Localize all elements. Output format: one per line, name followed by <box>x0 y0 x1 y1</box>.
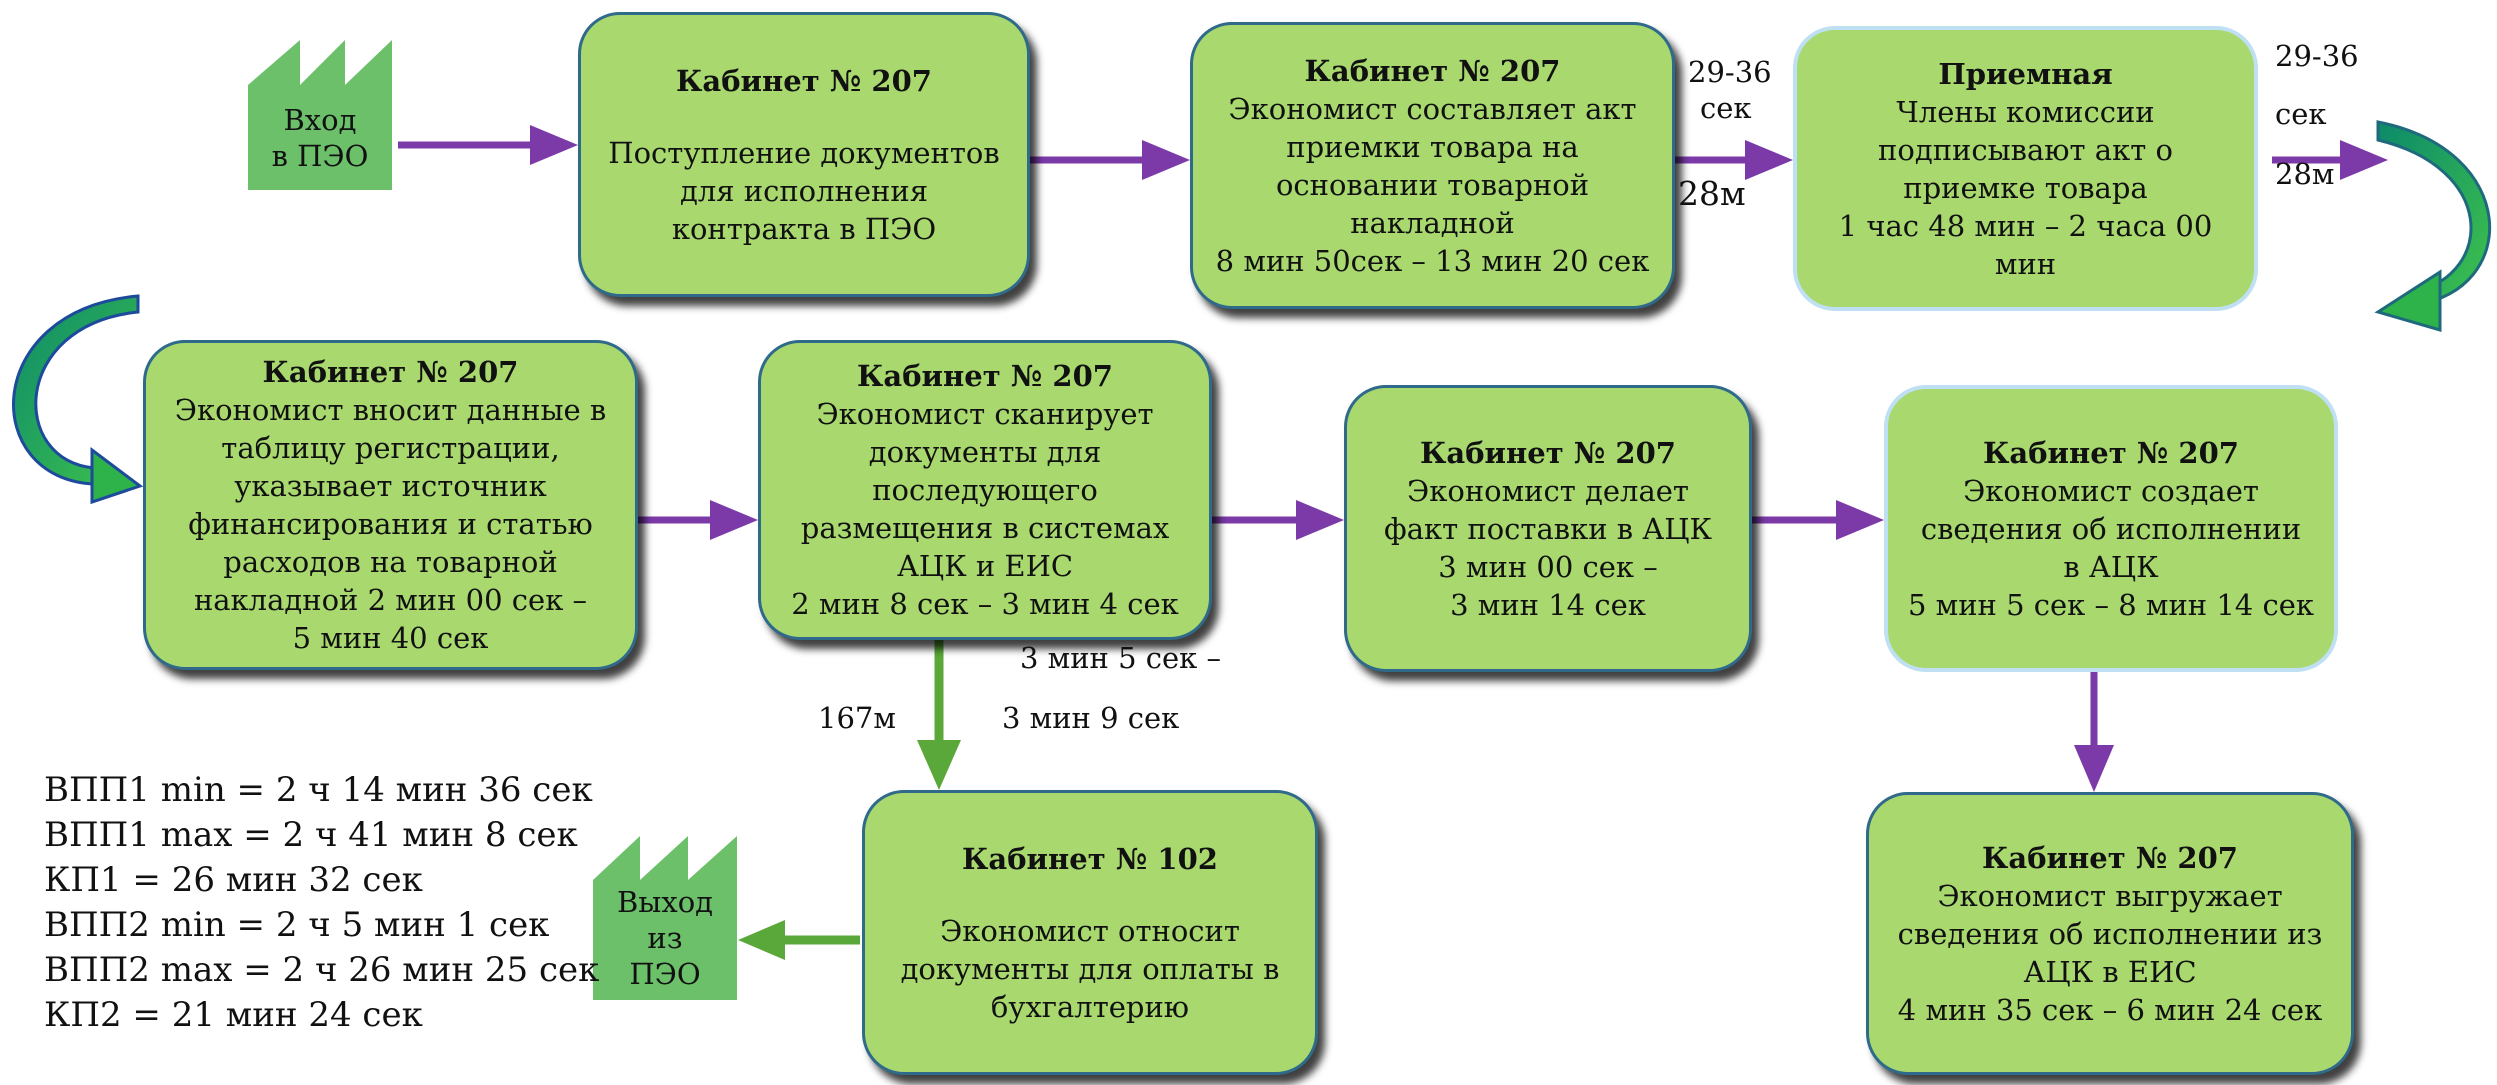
node-title: Кабинет № 102 <box>962 841 1218 876</box>
arrow-entry-to-n1 <box>398 125 578 165</box>
node-text-line: Экономист составляет акт <box>1228 91 1637 126</box>
stat-line: ВПП2 max = 2 ч 26 мин 25 сек <box>44 950 600 990</box>
node-text-line: 5 мин 40 сек <box>292 621 489 655</box>
exit-factory: Выход из ПЭО <box>593 882 737 1000</box>
stat-line: ВПП1 min = 2 ч 14 мин 36 сек <box>44 770 593 810</box>
entry-factory: Вход в ПЭО <box>248 100 392 190</box>
edge-label-time-unit: сек <box>1700 91 1752 125</box>
node-text-line: накладной <box>1350 205 1515 240</box>
summary-stats: ВПП1 min = 2 ч 14 мин 36 сек ВПП1 max = … <box>44 768 599 1038</box>
stat-line: ВПП2 min = 2 ч 5 мин 1 сек <box>44 905 550 945</box>
curved-arrow-right <box>2374 120 2492 332</box>
node-text-line: АЦК в ЕИС <box>2023 954 2197 989</box>
factory-exit-shape <box>593 836 737 1000</box>
arrow-n6-to-n7 <box>1752 500 1884 540</box>
node-reception-commission: Приемная Члены комиссии подписывают акт … <box>1793 26 2258 311</box>
edge-label-time-range: 3 мин 5 сек – <box>1020 641 1222 675</box>
node-registration-table: Кабинет № 207 Экономист вносит данные в … <box>143 340 638 670</box>
node-text-line: приемке товара <box>1903 170 2148 205</box>
node-text-line: указывает источник <box>234 469 547 503</box>
arrow-n5-to-n8 <box>917 640 961 790</box>
node-text-line: Экономист относит <box>940 913 1240 948</box>
node-title: Кабинет № 207 <box>857 359 1113 393</box>
node-text-line: подписывают акт о <box>1878 132 2173 167</box>
node-execution-info: Кабинет № 207 Экономист создает сведения… <box>1884 385 2338 672</box>
node-text-line: факт поставки в АЦК <box>1384 511 1712 546</box>
node-title: Приемная <box>1938 56 2113 91</box>
node-title: Кабинет № 207 <box>676 63 932 98</box>
node-text-line: документы для <box>868 435 1102 469</box>
node-text-line: Поступление документов <box>608 135 1000 170</box>
node-text-line: Экономист выгружает <box>1937 878 2283 913</box>
arrow-n7-to-n9 <box>2074 672 2114 792</box>
node-text-line: 4 мин 35 сек – 6 мин 24 сек <box>1897 992 2323 1027</box>
node-text-line: Экономист вносит данные в <box>174 393 607 427</box>
node-text-line: основании товарной <box>1275 167 1590 202</box>
stat-line: ВПП1 max = 2 ч 41 мин 8 сек <box>44 815 578 855</box>
stat-line: КП2 = 21 мин 24 сек <box>44 995 423 1035</box>
arrow-n2-to-n3 <box>1675 140 1793 180</box>
node-acceptance-act: Кабинет № 207 Экономист составляет акт п… <box>1190 22 1675 309</box>
node-delivery-fact: Кабинет № 207 Экономист делает факт пост… <box>1344 385 1752 672</box>
entry-line2: в ПЭО <box>271 139 369 173</box>
arrow-n3-out <box>2272 140 2388 180</box>
node-text-line: документы для оплаты в <box>900 951 1280 986</box>
node-title: Кабинет № 207 <box>1982 840 2238 875</box>
node-text-line: контракта в ПЭО <box>671 211 937 246</box>
stat-line: КП1 = 26 мин 32 сек <box>44 860 423 900</box>
node-text-line: накладной 2 мин 00 сек – <box>193 583 588 617</box>
node-title: Кабинет № 207 <box>1420 435 1676 470</box>
node-text-line: 5 мин 5 сек – 8 мин 14 сек <box>1908 587 2314 622</box>
node-scan-docs: Кабинет № 207 Экономист сканирует докуме… <box>758 340 1212 640</box>
edge-label-time-range: 3 мин 9 сек <box>1002 701 1180 735</box>
curved-arrow-left <box>12 294 144 505</box>
node-text-line: сведения об исполнении <box>1920 511 2302 546</box>
edge-label-time: 29-36 <box>1688 55 1772 89</box>
node-text-line: 8 мин 50сек – 13 мин 20 сек <box>1215 243 1650 278</box>
node-receipt-docs: Кабинет № 207 Поступление документов для… <box>578 12 1030 297</box>
exit-line2: из <box>647 921 683 955</box>
arrow-n8-to-exit <box>738 920 860 960</box>
edge-label-distance: 28м <box>2275 157 2335 191</box>
node-text-line: Экономист сканирует <box>816 397 1154 431</box>
arrow-n4-to-n5 <box>638 500 758 540</box>
node-text-line: АЦК и ЕИС <box>896 549 1074 583</box>
node-payment-docs: Кабинет № 102 Экономист относит документ… <box>862 790 1318 1075</box>
exit-line3: ПЭО <box>629 957 701 991</box>
node-text-line: для исполнения <box>679 173 928 208</box>
factory-entry-shape <box>248 40 392 190</box>
arrow-n5-to-n6 <box>1212 500 1344 540</box>
node-text-line: таблицу регистрации, <box>221 431 560 465</box>
edge-label-distance: 28м <box>1678 174 1746 213</box>
node-text-line: 3 мин 14 сек <box>1450 587 1646 622</box>
node-text-line: финансирования и статью <box>188 507 593 541</box>
node-text-line: 2 мин 8 сек – 3 мин 4 сек <box>791 587 1179 621</box>
edge-label-time: 29-36 <box>2275 39 2359 73</box>
node-text-line: расходов на товарной <box>223 545 558 579</box>
exit-line1: Выход <box>616 885 714 919</box>
node-title: Кабинет № 207 <box>1304 53 1561 88</box>
node-text-line: Члены комиссии <box>1896 94 2155 129</box>
node-text-line: 3 мин 00 сек – <box>1438 549 1658 584</box>
node-text-line: в АЦК <box>2063 549 2159 584</box>
node-title: Кабинет № 207 <box>262 355 519 389</box>
node-title: Кабинет № 207 <box>1983 435 2239 470</box>
edge-label-distance: 167м <box>818 701 896 735</box>
node-text-line: приемки товара на <box>1286 129 1579 164</box>
node-text-line: сведения об исполнении из <box>1897 916 2323 951</box>
arrow-n1-to-n2 <box>1030 140 1190 180</box>
node-text-line: Экономист делает <box>1407 473 1689 508</box>
node-text-line: бухгалтерию <box>990 989 1190 1024</box>
node-text-line: последующего <box>872 473 1098 507</box>
node-upload-eis: Кабинет № 207 Экономист выгружает сведен… <box>1866 792 2354 1075</box>
node-text-line: размещения в системах <box>800 511 1170 545</box>
node-text-line: Экономист создает <box>1963 473 2259 508</box>
node-text-line: 1 час 48 мин – 2 часа 00 мин <box>1838 208 2213 281</box>
entry-line1: Вход <box>283 103 357 137</box>
edge-label-time-unit: сек <box>2275 97 2327 131</box>
